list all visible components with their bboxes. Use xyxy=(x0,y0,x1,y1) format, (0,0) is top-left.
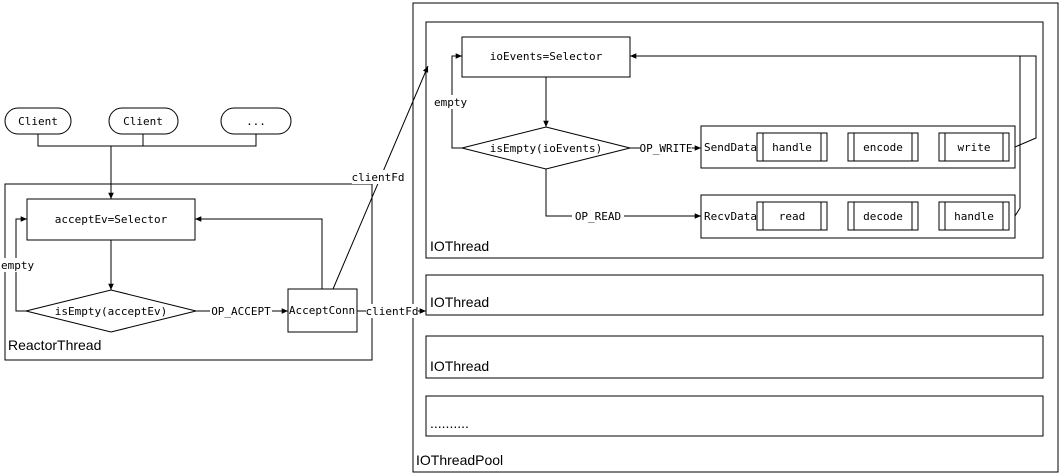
send-step-write-label: write xyxy=(957,141,990,154)
recv-step-handle-label: handle xyxy=(954,210,994,223)
io-thread-label-2: IOThread xyxy=(430,294,489,310)
client-merge-lines xyxy=(37,134,257,147)
op-read-label: OP_READ xyxy=(575,210,621,223)
io-thread-pool-title: IOThreadPool xyxy=(416,452,503,468)
send-step-handle-label: handle xyxy=(772,141,812,154)
send-step-write: write xyxy=(938,132,1010,162)
io-selector-label: ioEvents=Selector xyxy=(490,50,603,63)
client-label-2: Client xyxy=(123,115,163,128)
client-fd-label-2: clientFd xyxy=(366,305,419,318)
send-data-label: SendData xyxy=(704,141,757,154)
client-label-more: ... xyxy=(246,115,266,128)
io-empty-label: empty xyxy=(434,96,467,109)
accept-conn-return-arrow xyxy=(195,216,323,289)
accept-empty-label: empty xyxy=(1,259,34,272)
accept-condition-label: isEmpty(acceptEv) xyxy=(55,305,168,318)
io-thread-label-1: IOThread xyxy=(430,238,489,254)
recv-step-read: read xyxy=(756,201,828,231)
send-step-encode: encode xyxy=(847,132,919,162)
client-label-1: Client xyxy=(18,115,58,128)
accept-empty-bg xyxy=(0,258,36,272)
io-thread-2 xyxy=(425,274,1044,316)
io-thread-3 xyxy=(425,335,1044,379)
io-thread-label-3: IOThread xyxy=(430,358,489,374)
op-write-bg xyxy=(640,141,692,155)
accept-conn-box xyxy=(287,288,358,333)
reactor-thread-title: ReactorThread xyxy=(8,337,101,353)
op-read-arrow xyxy=(545,169,701,219)
accept-selector-label: acceptEv=Selector xyxy=(55,213,168,226)
recv-step-decode: decode xyxy=(847,201,919,231)
io-empty-bg xyxy=(433,95,469,109)
op-write-label: OP_WRITE xyxy=(640,142,693,155)
client-fd-bg-2 xyxy=(366,304,418,318)
io-condition-label: isEmpty(ioEvents) xyxy=(490,142,603,155)
op-read-bg xyxy=(572,209,624,223)
recv-return-line xyxy=(1014,56,1021,217)
recv-step-read-label: read xyxy=(779,210,806,223)
send-step-encode-label: encode xyxy=(863,141,903,154)
accept-conn-label: AcceptConn xyxy=(289,304,355,317)
client-fd-label-1: clientFd xyxy=(352,171,405,184)
send-step-handle: handle xyxy=(756,132,828,162)
io-thread-4 xyxy=(425,395,1044,437)
op-accept-label: OP_ACCEPT xyxy=(211,305,271,318)
send-return-arrow xyxy=(630,53,1037,148)
op-accept-bg xyxy=(210,304,272,318)
io-thread-label-4: .......... xyxy=(430,415,469,431)
recv-step-decode-label: decode xyxy=(863,210,903,223)
recv-data-label: RecvData xyxy=(704,210,757,223)
client-fd-bg-1 xyxy=(352,170,404,184)
recv-step-handle: handle xyxy=(938,201,1010,231)
